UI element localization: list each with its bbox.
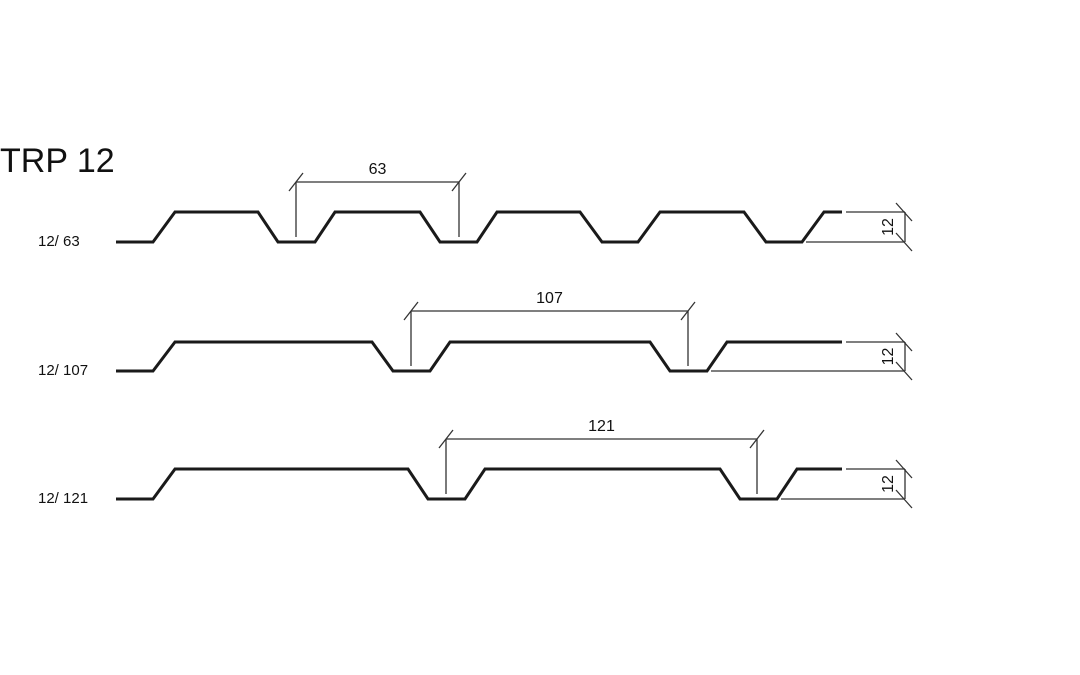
profile-section-line xyxy=(116,340,842,373)
profile-row: 12/ 63 63 12 xyxy=(38,161,913,252)
profile-row: 12/ 107 107 12 xyxy=(38,290,913,381)
profile-label: 12/ 121 xyxy=(38,490,88,507)
height-value: 12 xyxy=(880,218,897,236)
profile-label: 12/ 107 xyxy=(38,362,88,379)
profile-section-line xyxy=(116,210,842,244)
pitch-dimension: 63 xyxy=(288,161,467,237)
pitch-value: 107 xyxy=(536,290,563,307)
pitch-value: 63 xyxy=(369,161,387,178)
height-value: 12 xyxy=(880,475,897,493)
pitch-dimension: 121 xyxy=(438,418,765,494)
height-value: 12 xyxy=(880,348,897,366)
diagram-title: TRP 12 xyxy=(0,142,115,180)
pitch-value: 121 xyxy=(588,418,615,435)
profile-label: 12/ 63 xyxy=(38,233,80,250)
height-dimension: 12 xyxy=(781,459,913,509)
profile-section-line xyxy=(116,467,842,501)
pitch-dimension: 107 xyxy=(403,290,696,366)
profile-row: 12/ 121 121 12 xyxy=(38,418,913,509)
height-dimension: 12 xyxy=(806,202,913,252)
height-dimension: 12 xyxy=(711,332,913,381)
